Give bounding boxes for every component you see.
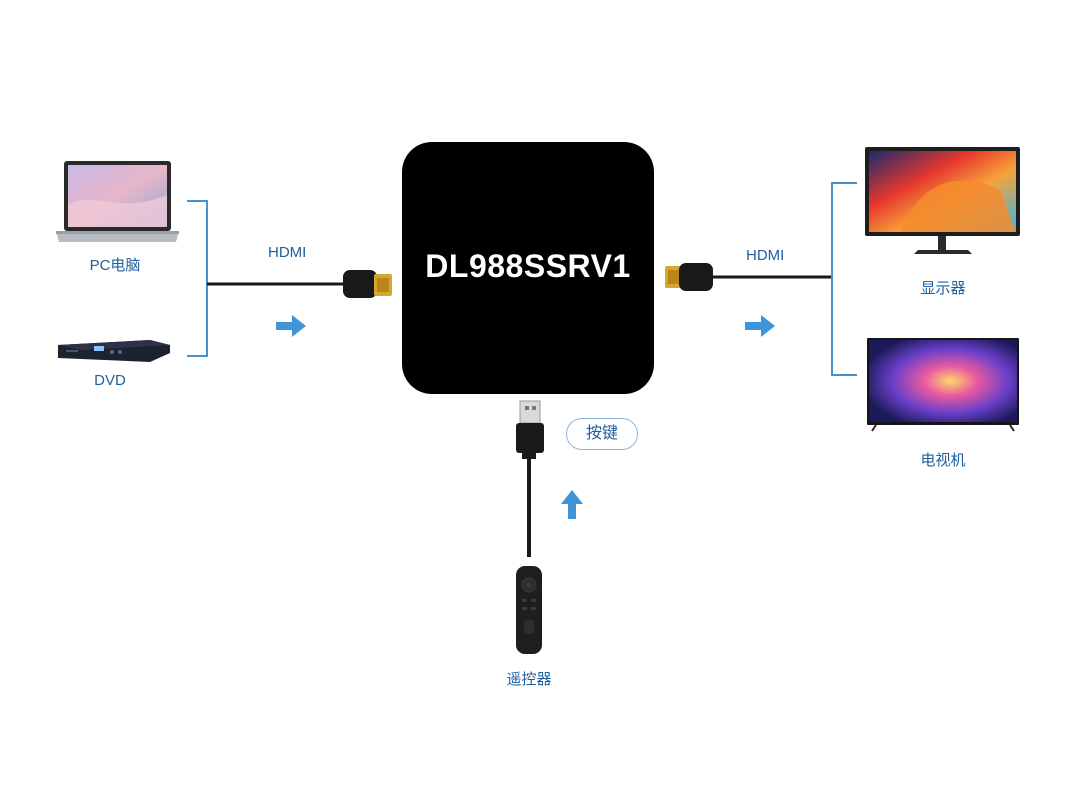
- remote-control-icon: [516, 566, 542, 654]
- control-arrow-icon: [561, 490, 583, 519]
- input-hdmi-label: HDMI: [268, 244, 307, 261]
- pc-label: PC电脑: [89, 257, 141, 274]
- output-hdmi-cable: [665, 263, 832, 291]
- hub-model-label: DL988SSRV1: [425, 248, 631, 284]
- hub-device: DL988SSRV1: [402, 142, 654, 394]
- output-hdmi-label: HDMI: [746, 247, 785, 264]
- monitor-icon: [865, 147, 1020, 254]
- output-arrow-icon: [745, 315, 775, 337]
- laptop-icon: [56, 161, 179, 242]
- monitor-label: 显示器: [920, 280, 966, 297]
- input-arrow-icon: [276, 315, 306, 337]
- dvd-player-icon: [58, 340, 170, 362]
- remote-label: 遥控器: [506, 671, 552, 688]
- input-bracket: [187, 200, 208, 357]
- usb-receiver-cable: [516, 400, 544, 557]
- input-hdmi-cable: [207, 270, 392, 298]
- dvd-label: DVD: [94, 372, 126, 389]
- button-control-badge: 按键: [566, 418, 638, 450]
- tv-icon: [867, 338, 1019, 432]
- output-bracket: [831, 182, 857, 376]
- tv-label: 电视机: [920, 452, 966, 469]
